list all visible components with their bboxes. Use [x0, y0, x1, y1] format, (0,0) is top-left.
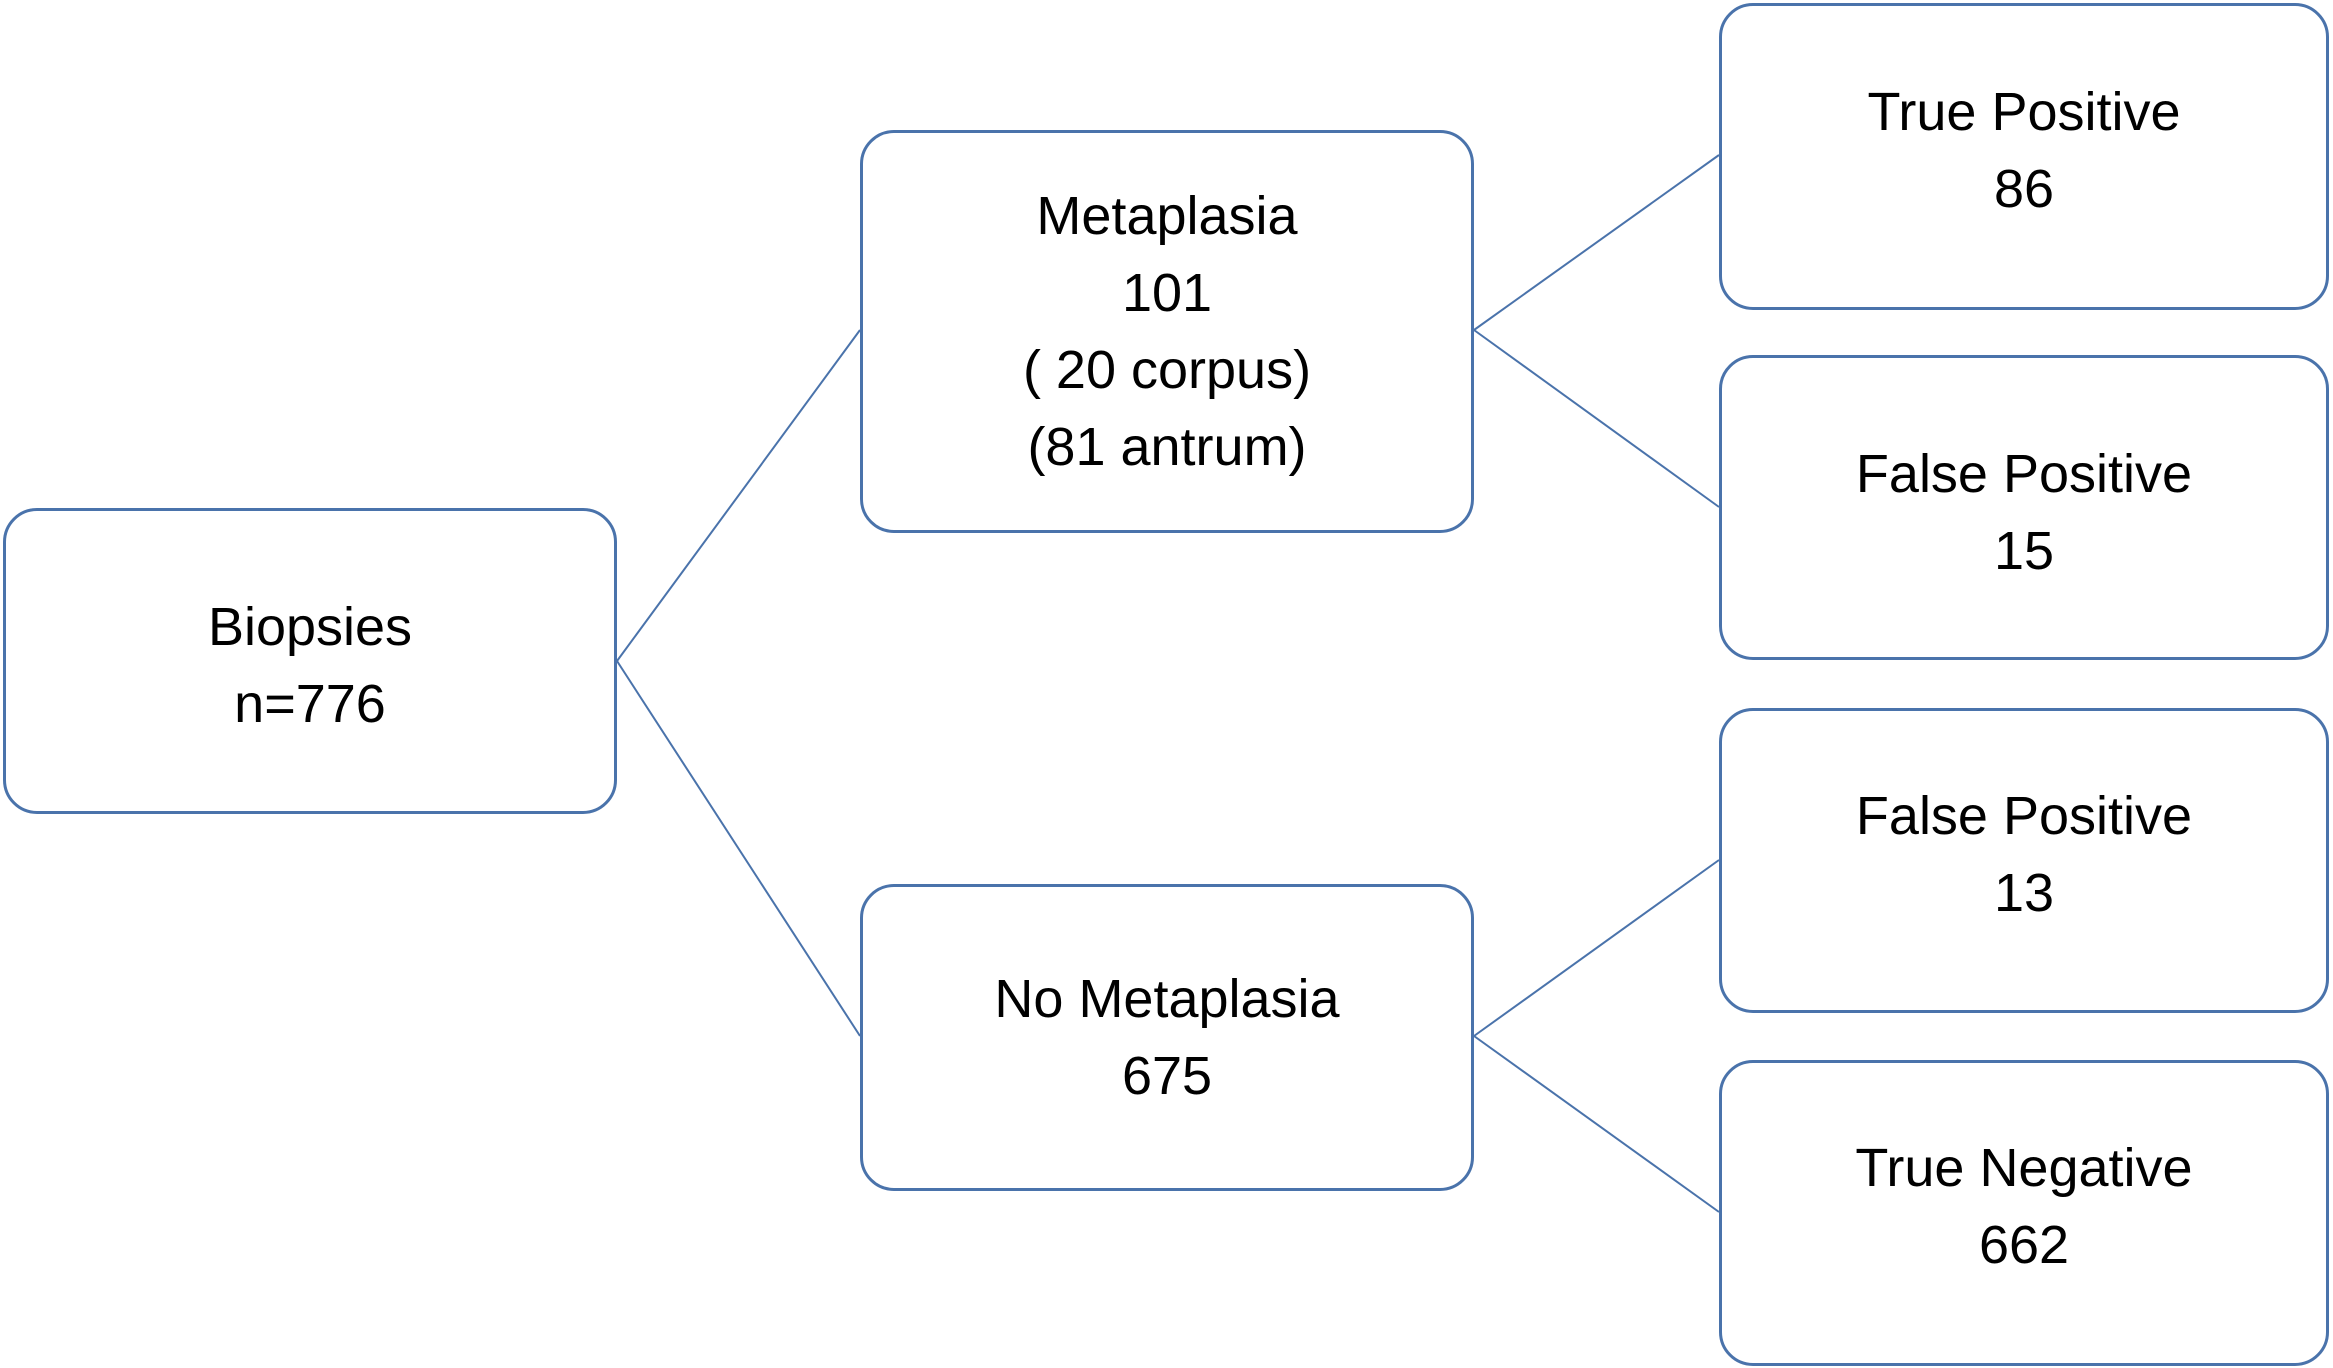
biopsies-count: n=776	[234, 674, 386, 734]
no-metaplasia-count: 675	[1121, 1045, 1213, 1106]
metaplasia-title: Metaplasia	[1036, 185, 1298, 246]
metaplasia-corpus: ( 20 corpus)	[1022, 339, 1312, 400]
connector-no-metaplasia-false-positive	[1473, 859, 1720, 1037]
false-positive-lower-title: False Positive	[1855, 785, 2193, 846]
no-metaplasia-box: No Metaplasia 675	[860, 884, 1474, 1191]
metaplasia-count: 101	[1121, 262, 1213, 323]
true-negative-title: True Negative	[1855, 1138, 2193, 1198]
connector-biopsies-no-metaplasia	[616, 660, 861, 1037]
connector-metaplasia-false-positive	[1473, 329, 1720, 508]
connector-biopsies-metaplasia	[616, 329, 861, 662]
metaplasia-antrum: (81 antrum)	[1027, 416, 1307, 477]
connector-no-metaplasia-true-negative	[1473, 1035, 1720, 1213]
connector-metaplasia-true-positive	[1473, 154, 1720, 331]
biopsies-title: Biopsies	[207, 597, 413, 657]
false-positive-lower-count: 13	[1993, 862, 2055, 923]
true-negative-box: True Negative 662	[1719, 1060, 2329, 1366]
false-positive-box-upper: False Positive 15	[1719, 355, 2329, 660]
no-metaplasia-title: No Metaplasia	[994, 968, 1340, 1029]
true-positive-box: True Positive 86	[1719, 3, 2329, 310]
true-positive-title: True Positive	[1867, 81, 2181, 142]
false-positive-upper-title: False Positive	[1855, 443, 2193, 504]
true-positive-count: 86	[1993, 158, 2055, 219]
false-positive-upper-count: 15	[1993, 520, 2055, 581]
metaplasia-box: Metaplasia 101 ( 20 corpus) (81 antrum)	[860, 130, 1474, 533]
false-positive-box-lower: False Positive 13	[1719, 708, 2329, 1013]
true-negative-count: 662	[1978, 1215, 2070, 1275]
biopsies-box: Biopsies n=776	[3, 508, 617, 814]
